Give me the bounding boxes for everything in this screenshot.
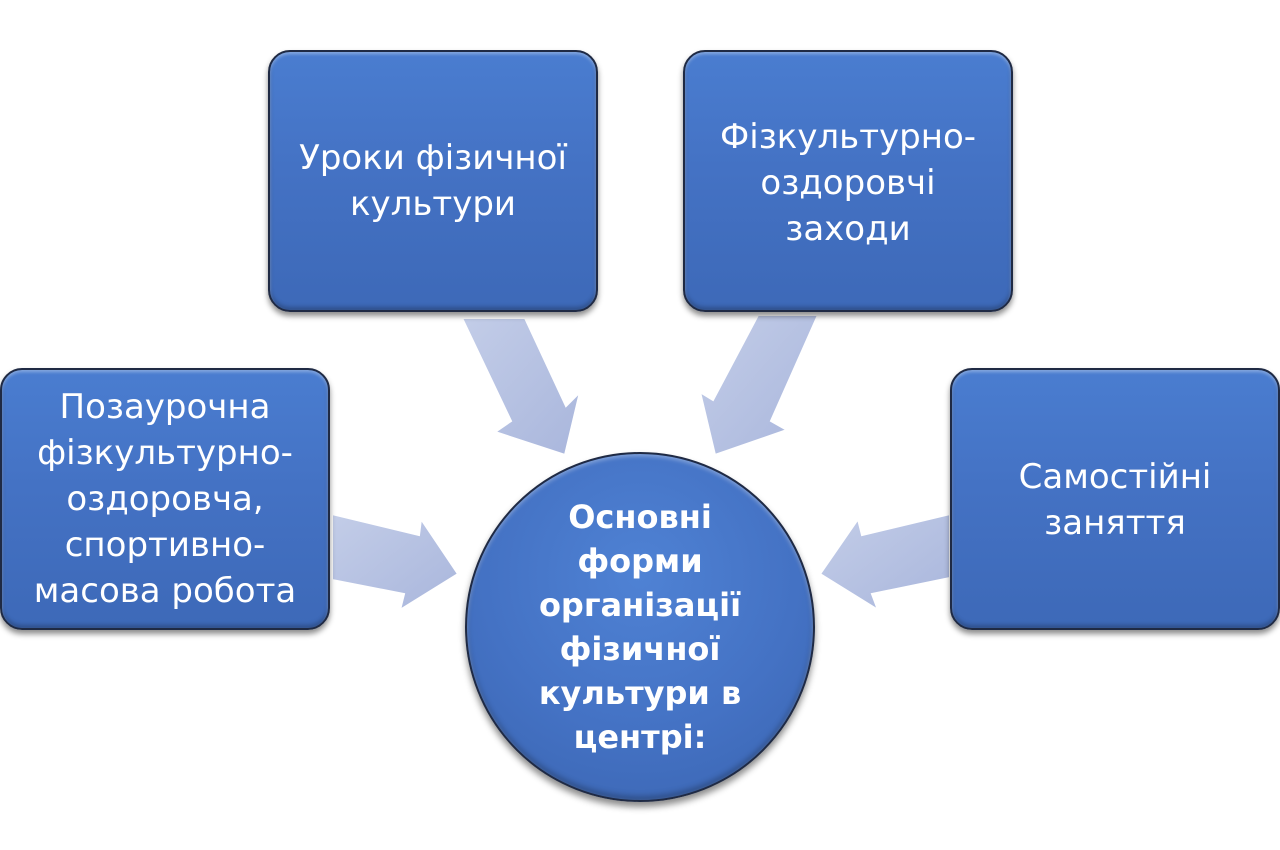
center-circle: Основні форми організації фізичної культ…: [465, 452, 815, 802]
box-physical-culture-lessons: Уроки фізичної культури: [268, 50, 598, 312]
center-label: Основні форми організації фізичної культ…: [538, 498, 742, 756]
box-left-label: Позаурочна фізкультурно-оздоровча, спорт…: [33, 387, 297, 611]
arrow-right: [818, 512, 951, 613]
box-health-events: Фізкультурно-оздоровчі заходи: [683, 50, 1013, 312]
box-top-right-label: Фізкультурно-оздоровчі заходи: [719, 117, 977, 249]
box-extracurricular-work: Позаурочна фізкультурно-оздоровча, спорт…: [0, 368, 330, 630]
arrow-top-left: [460, 317, 582, 457]
arrow-top-right: [698, 314, 820, 457]
box-independent-classes: Самостійні заняття: [950, 368, 1280, 630]
arrow-left: [331, 512, 460, 613]
box-right-label: Самостійні заняття: [1018, 457, 1212, 543]
box-top-left-label: Уроки фізичної культури: [299, 138, 567, 224]
